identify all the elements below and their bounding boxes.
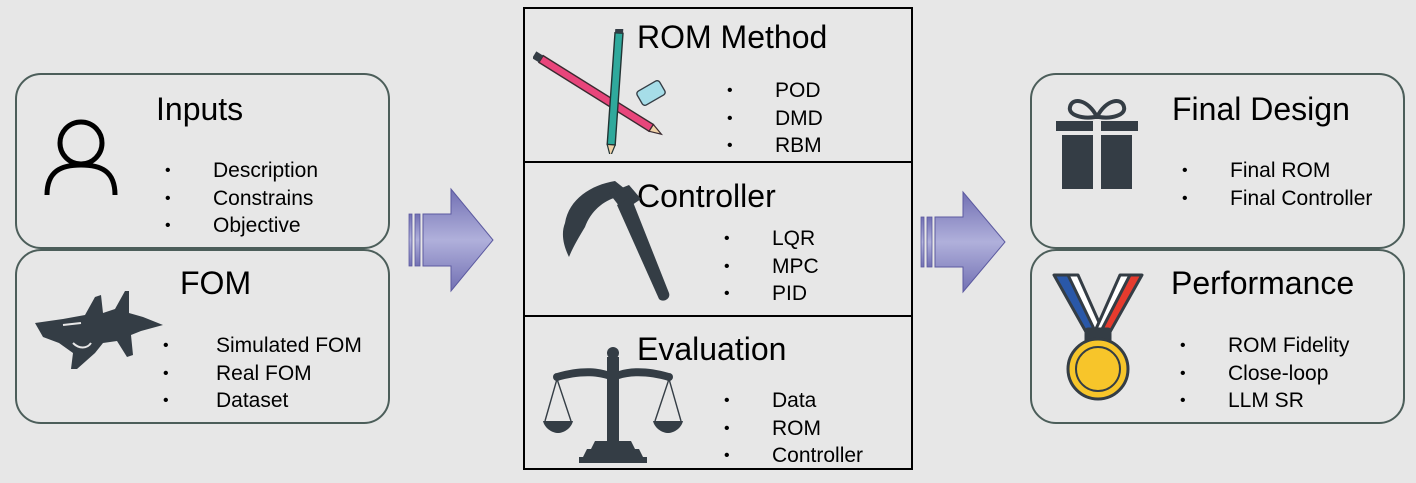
list-item: Constrains — [165, 185, 318, 213]
list-item: ROM Fidelity — [1180, 332, 1349, 360]
controller-panel: Controller LQR MPC PID — [523, 161, 913, 317]
list-item: Final ROM — [1182, 157, 1372, 185]
final-design-list: Final ROM Final Controller — [1182, 157, 1372, 212]
rom-method-title: ROM Method — [637, 19, 828, 55]
performance-list: ROM Fidelity Close-loop LLM SR — [1180, 332, 1349, 415]
inputs-title: Inputs — [156, 91, 244, 127]
flow-arrow-right — [920, 190, 1006, 294]
evaluation-list: Data ROM Controller — [724, 387, 863, 470]
performance-panel: Performance ROM Fidelity Close-loop LLM … — [1030, 249, 1405, 424]
medal-icon — [1052, 273, 1144, 401]
list-item: Final Controller — [1182, 185, 1372, 213]
list-item: PID — [724, 280, 819, 308]
flow-arrow-left — [408, 187, 494, 293]
list-item: Close-loop — [1180, 360, 1349, 388]
controller-title: Controller — [637, 178, 776, 214]
final-design-panel: Final Design Final ROM Final Controller — [1030, 73, 1405, 249]
list-item: Description — [165, 157, 318, 185]
fom-title: FOM — [180, 265, 252, 301]
hammer-icon — [562, 181, 670, 301]
rom-method-panel: ROM Method POD DMD RBM — [523, 7, 913, 163]
fom-list: Simulated FOM Real FOM Dataset — [163, 332, 362, 415]
pencil-eraser-icon — [533, 29, 666, 154]
balance-scale-icon — [543, 347, 683, 463]
evaluation-panel: Evaluation Data ROM Controller — [523, 315, 913, 470]
inputs-list: Description Constrains Objective — [165, 157, 318, 240]
list-item: Simulated FOM — [163, 332, 362, 360]
user-icon — [44, 119, 118, 196]
performance-title: Performance — [1171, 265, 1355, 301]
evaluation-title: Evaluation — [637, 331, 787, 367]
list-item: POD — [727, 77, 823, 105]
gift-icon — [1056, 99, 1138, 189]
list-item: Controller — [724, 442, 863, 470]
list-item: Data — [724, 387, 863, 415]
list-item: ROM — [724, 415, 863, 443]
list-item: Real FOM — [163, 360, 362, 388]
list-item: MPC — [724, 253, 819, 281]
list-item: LLM SR — [1180, 387, 1349, 415]
inputs-panel: Inputs Description Constrains Objective — [15, 73, 390, 249]
list-item: Dataset — [163, 387, 362, 415]
list-item: Objective — [165, 212, 318, 240]
final-design-title: Final Design — [1172, 91, 1350, 127]
list-item: RBM — [727, 132, 823, 160]
controller-list: LQR MPC PID — [724, 225, 819, 308]
fighter-jet-icon — [35, 291, 163, 369]
fom-panel: FOM Simulated FOM Real FOM Dataset — [15, 249, 390, 424]
rom-method-list: POD DMD RBM — [727, 77, 823, 160]
list-item: DMD — [727, 105, 823, 133]
list-item: LQR — [724, 225, 819, 253]
